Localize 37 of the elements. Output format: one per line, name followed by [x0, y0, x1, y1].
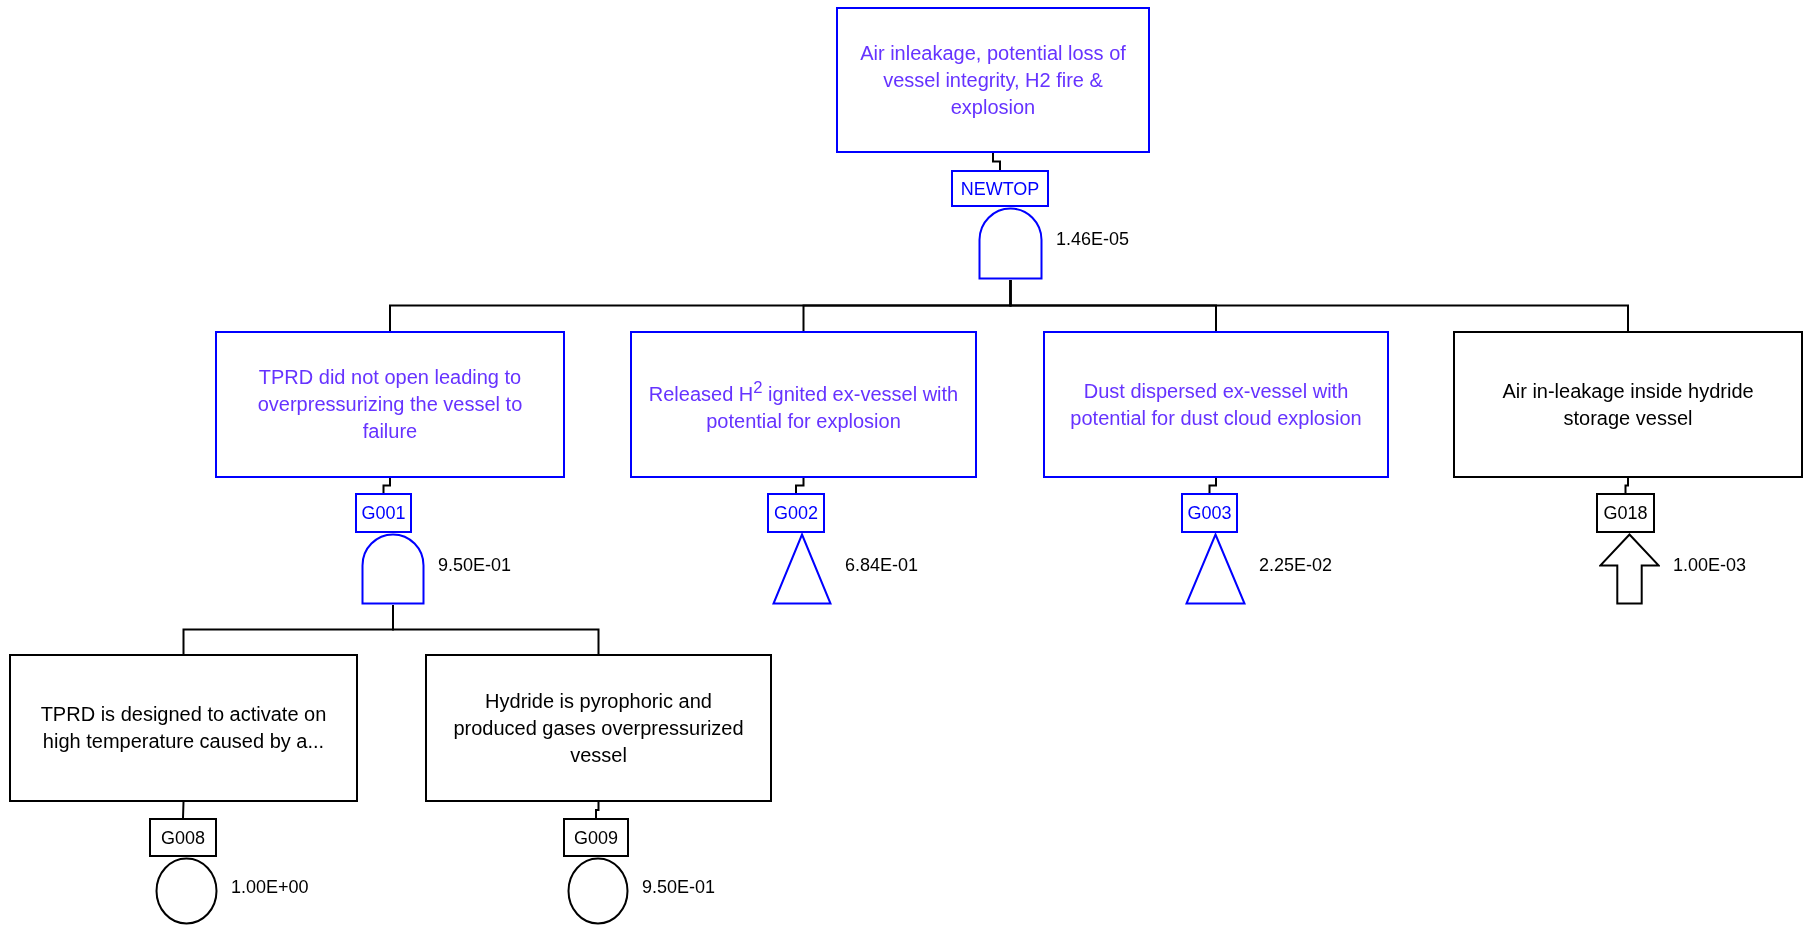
event-box: TPRD is designed to activate on high temperature caused by a... — [9, 654, 358, 802]
gate-id-label: G018 — [1596, 493, 1655, 533]
and-gate-symbol — [978, 207, 1043, 280]
basic-event-circle — [567, 857, 629, 925]
event-box: Released H$^{2}$ ignited ex-vessel with potential for explosion — [630, 331, 977, 478]
connector-line — [992, 152, 1001, 171]
event-box: Air in-leakage inside hydride storage vessel — [1453, 331, 1803, 478]
transfer-triangle-symbol — [772, 533, 832, 605]
event-box: TPRD did not open leading to overpressurizing the vessel to failure — [215, 331, 565, 478]
probability-value: 9.50E-01 — [438, 554, 512, 576]
connector-line — [1009, 279, 1629, 332]
basic-event-circle — [155, 857, 218, 925]
event-box: Air inleakage, potential loss of vessel integrity, H2 fire & explosion — [836, 7, 1150, 153]
probability-value: 9.50E-01 — [642, 877, 716, 899]
connector-line — [382, 477, 391, 494]
and-gate-symbol — [361, 533, 425, 605]
connector-line — [392, 604, 600, 655]
gate-id-label: NEWTOP — [951, 170, 1049, 207]
connector-line — [1624, 477, 1629, 494]
probability-value: 2.25E-02 — [1259, 554, 1333, 576]
probability-value: 6.84E-01 — [845, 554, 919, 576]
connector-line — [1208, 477, 1217, 494]
gate-id-label: G008 — [149, 818, 217, 857]
connector-line — [795, 477, 805, 494]
gate-id-label: G003 — [1181, 493, 1238, 533]
probability-value: 1.46E-05 — [1056, 228, 1130, 250]
probability-value: 1.00E+00 — [231, 877, 309, 899]
gate-id-label: G001 — [355, 493, 412, 533]
event-box: Hydride is pyrophoric and produced gases overpressurized vessel — [425, 654, 772, 802]
event-box: Dust dispersed ex-vessel with potential for dust cloud explosion — [1043, 331, 1389, 478]
gate-id-label: G009 — [563, 818, 629, 857]
transfer-triangle-symbol — [1185, 533, 1246, 605]
connector-line — [595, 801, 600, 819]
connector-line — [182, 801, 185, 819]
gate-id-label: G002 — [767, 493, 825, 533]
undeveloped-arrow-symbol — [1599, 533, 1660, 605]
probability-value: 1.00E-03 — [1673, 554, 1747, 576]
